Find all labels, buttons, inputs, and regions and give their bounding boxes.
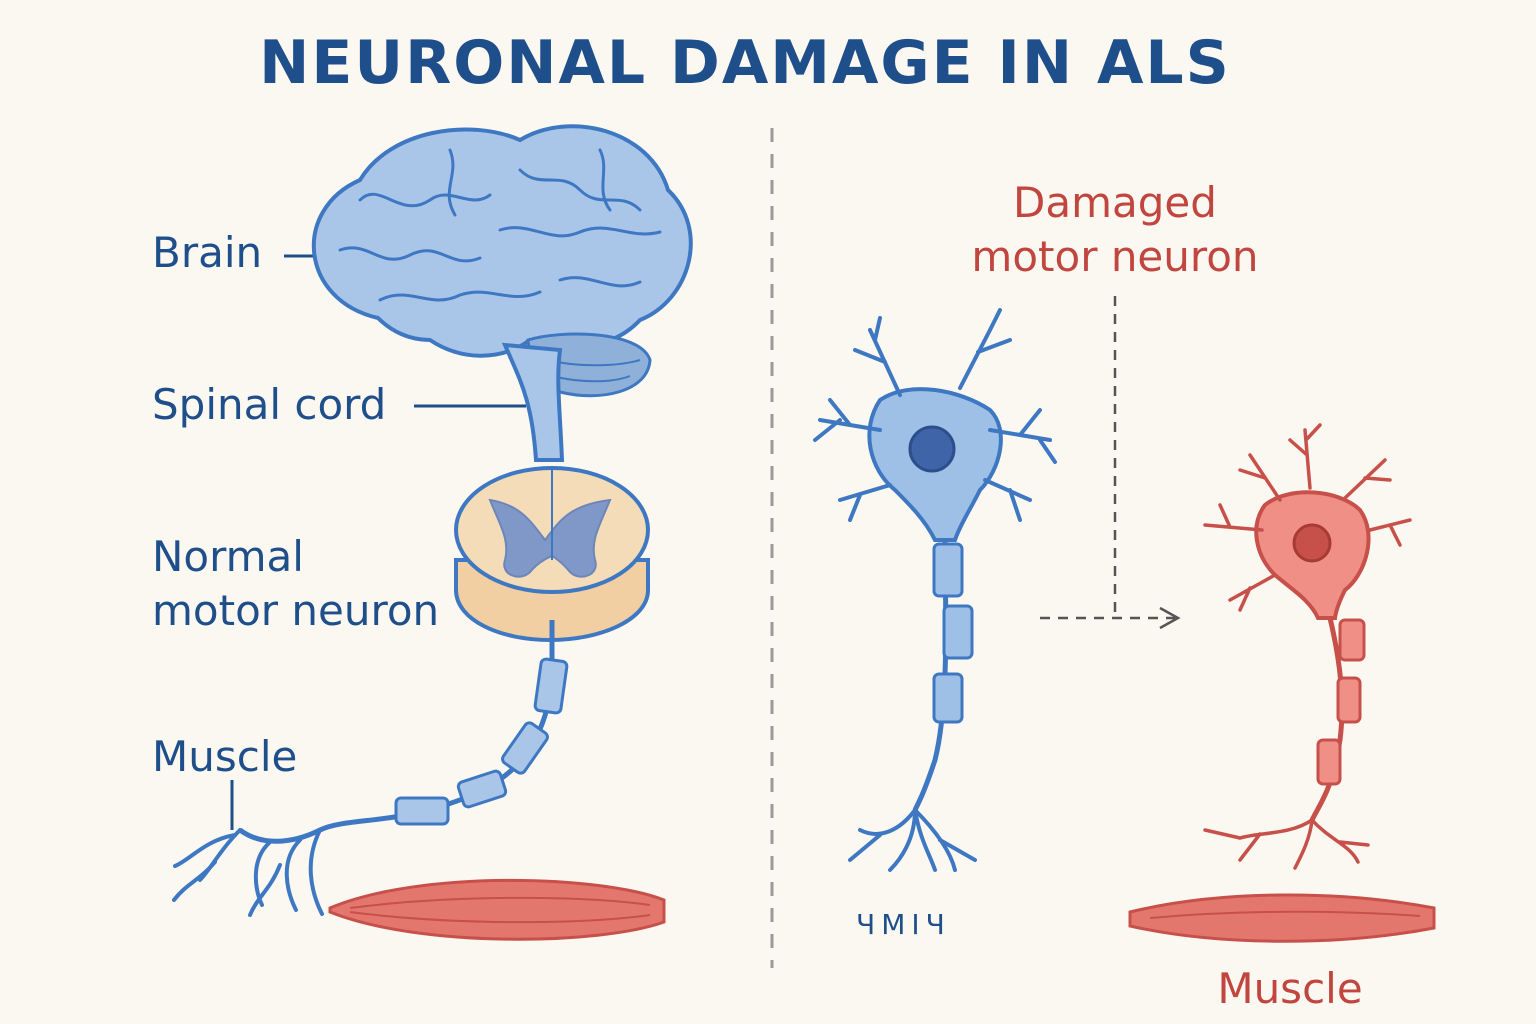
diagram-title: NEURONAL DAMAGE IN ALS: [259, 28, 1231, 98]
spinal-cord-cross-section: [454, 466, 650, 643]
damaged-motor-neuron-label-line1: Damaged: [1013, 178, 1217, 227]
muscle-label-left: Muscle: [152, 732, 298, 781]
damaged-neuron-illustration: [1203, 423, 1412, 870]
normal-motor-neuron-axon: [172, 620, 569, 917]
spinal-cord-label: Spinal cord: [152, 380, 387, 429]
muscle-right-illustration: [1128, 893, 1436, 943]
damaged-motor-neuron-label-line2: motor neuron: [971, 232, 1259, 281]
normal-motor-neuron-label-line2: motor neuron: [152, 586, 440, 635]
normal-motor-neuron-label-line1: Normal: [152, 532, 304, 581]
brain-label: Brain: [152, 228, 263, 277]
muscle-left-illustration: [328, 878, 666, 941]
muscle-label-right: Muscle: [1217, 964, 1363, 1013]
healthy-neuron-illustration: [813, 308, 1057, 872]
brain-illustration: [311, 124, 693, 462]
progression-arrow: [1040, 296, 1175, 620]
scribble-text: ЧМIЧ: [856, 908, 951, 941]
arrow-head: [1159, 606, 1181, 630]
